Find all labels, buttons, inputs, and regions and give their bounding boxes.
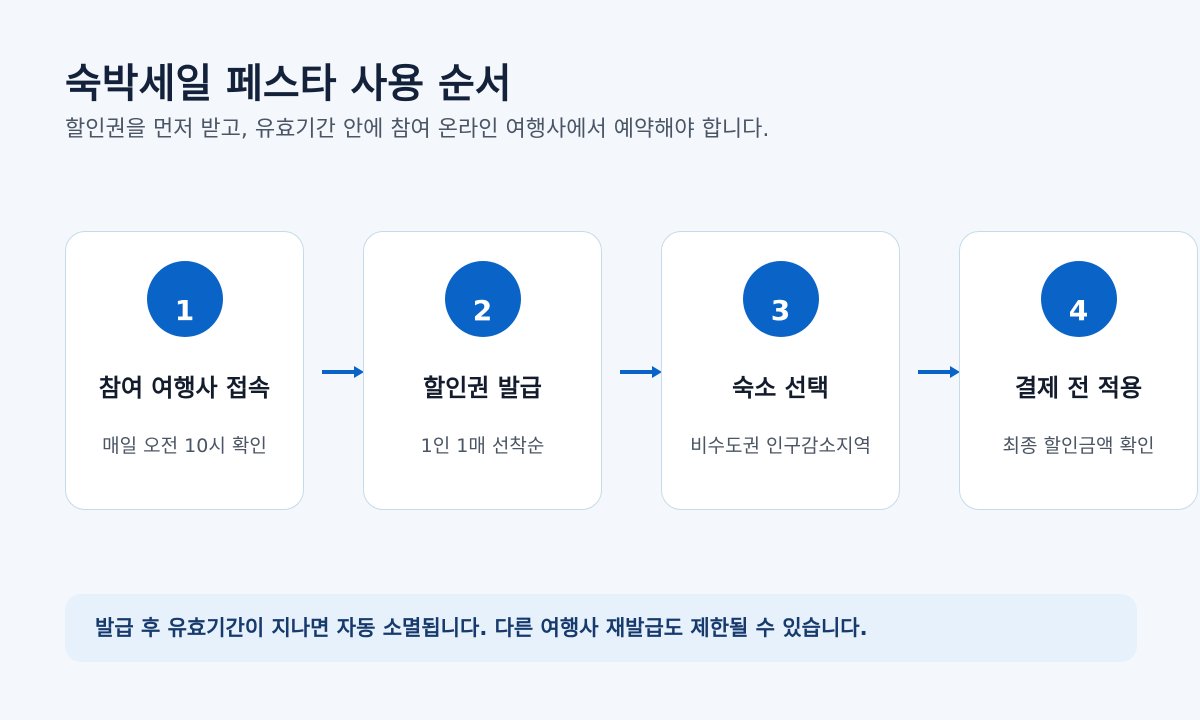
step-card-1: 1 참여 여행사 접속 매일 오전 10시 확인	[65, 231, 304, 510]
notice-banner: 발급 후 유효기간이 지나면 자동 소멸됩니다. 다른 여행사 재발급도 제한될…	[65, 594, 1137, 662]
step-number-badge: 3	[742, 261, 819, 337]
step-description: 최종 할인금액 확인	[1002, 435, 1155, 457]
step-number-badge: 2	[444, 261, 521, 337]
step-title: 숙소 선택	[732, 374, 829, 402]
step-card-4: 4 결제 전 적용 최종 할인금액 확인	[959, 231, 1198, 510]
step-number-badge: 4	[1040, 261, 1117, 337]
step-title: 결제 전 적용	[1014, 374, 1143, 402]
page-subtitle: 할인권을 먼저 받고, 유효기간 안에 참여 온라인 여행사에서 예약해야 합니…	[65, 117, 770, 142]
arrow-right-icon	[620, 366, 662, 378]
arrow-right-icon	[918, 366, 960, 378]
step-card-2: 2 할인권 발급 1인 1매 선착순	[363, 231, 602, 510]
step-title: 할인권 발급	[423, 374, 542, 402]
step-card-3: 3 숙소 선택 비수도권 인구감소지역	[661, 231, 900, 510]
arrow-right-icon	[322, 366, 364, 378]
step-title: 참여 여행사 접속	[98, 374, 271, 402]
step-number-badge: 1	[146, 261, 223, 337]
step-description: 1인 1매 선착순	[420, 435, 545, 457]
page-title: 숙박세일 페스타 사용 순서	[65, 61, 512, 107]
step-description: 매일 오전 10시 확인	[102, 435, 267, 457]
step-description: 비수도권 인구감소지역	[690, 435, 871, 457]
